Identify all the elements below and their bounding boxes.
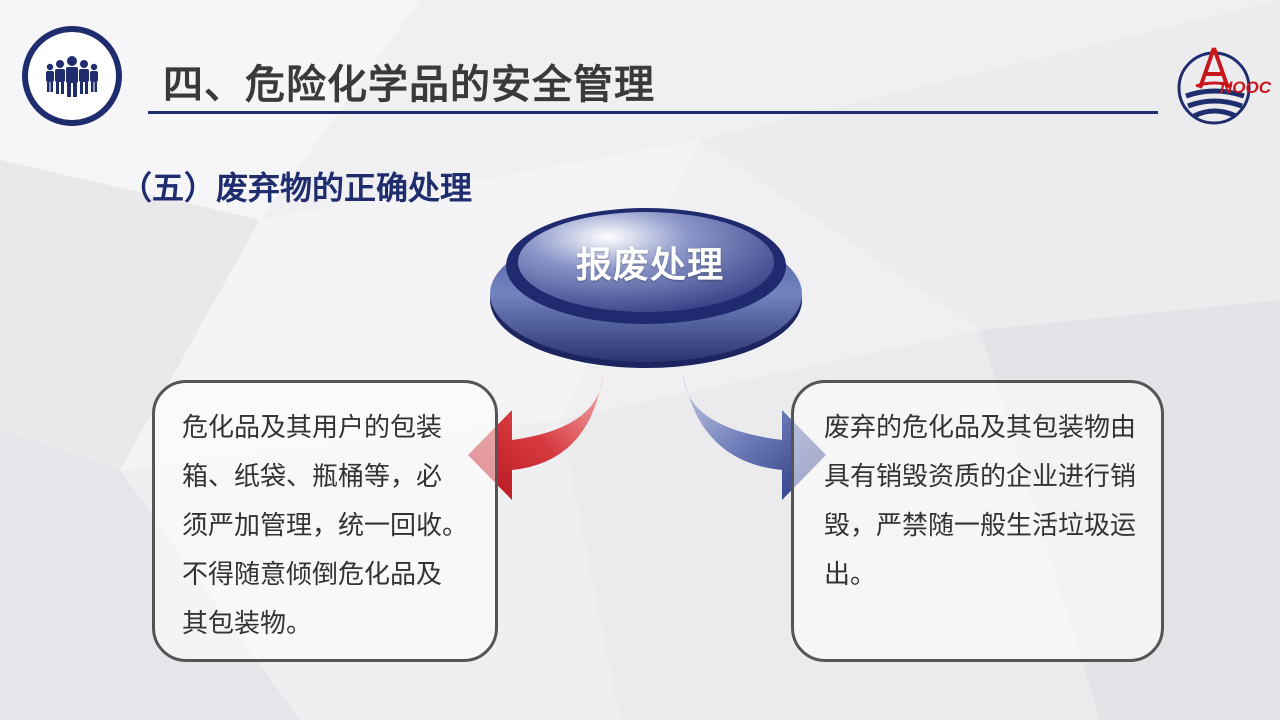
team-icon <box>46 56 98 97</box>
right-arrow <box>683 374 826 500</box>
title-underline <box>148 111 1158 114</box>
left-line: 不得随意倾倒危化品及 <box>182 560 443 590</box>
left-line: 箱、纸袋、瓶桶等，必 <box>182 462 443 492</box>
left-line: 须严加管理，统一回收。 <box>182 511 469 541</box>
right-line: 废弃的危化品及其包装物由 <box>824 413 1137 443</box>
team-badge <box>22 26 122 126</box>
slide-title: 四、危险化学品的安全管理 <box>163 62 655 108</box>
cnooc-logo: NOOC <box>1177 47 1272 125</box>
left-line: 危化品及其用户的包装 <box>182 413 443 443</box>
right-line: 毁，严禁随一般生活垃圾运 <box>824 511 1137 541</box>
left-line: 其包装物。 <box>182 609 313 639</box>
left-text-box: 危化品及其用户的包装 箱、纸袋、瓶桶等，必 须严加管理，统一回收。 不得随意倾倒… <box>152 380 498 662</box>
section-subtitle: （五）废弃物的正确处理 <box>120 169 473 207</box>
left-arrow <box>468 374 603 500</box>
right-line: 具有销毁资质的企业进行销 <box>824 462 1137 492</box>
center-disc <box>490 208 802 368</box>
brand-logo-text: NOOC <box>1220 78 1272 97</box>
right-line: 出。 <box>824 560 877 590</box>
center-label: 报废处理 <box>575 245 724 286</box>
right-text-box: 废弃的危化品及其包装物由 具有销毁资质的企业进行销 毁，严禁随一般生活垃圾运 出… <box>791 380 1164 662</box>
